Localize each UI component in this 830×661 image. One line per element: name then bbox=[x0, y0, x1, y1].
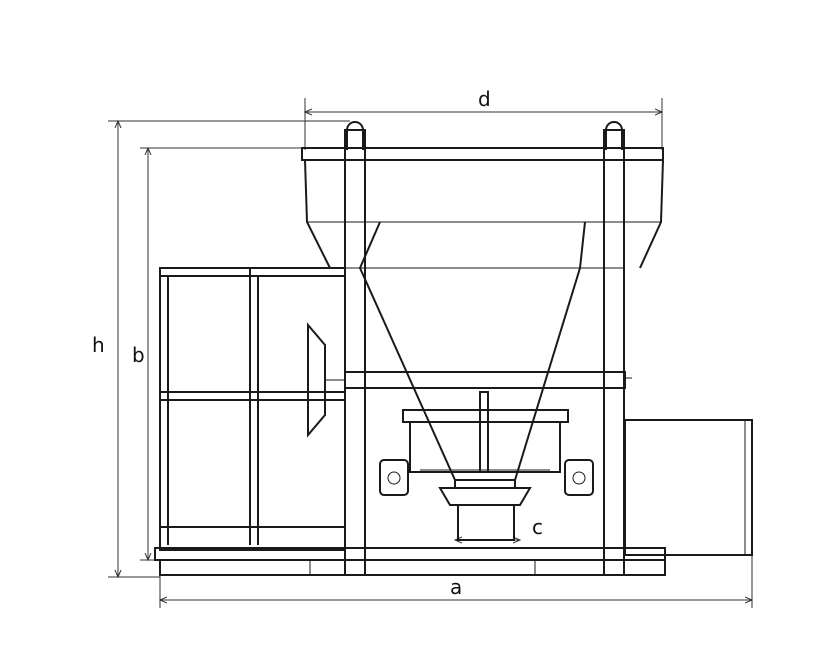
dimension-c: c bbox=[455, 515, 543, 540]
dimension-label-b: b bbox=[132, 343, 145, 367]
dimension-label-d: d bbox=[478, 87, 491, 111]
dimension-a: a bbox=[160, 555, 752, 608]
operator-platform bbox=[159, 267, 346, 551]
discharge-gate bbox=[379, 391, 594, 496]
dimension-h: h bbox=[92, 121, 350, 577]
hopper bbox=[301, 147, 664, 541]
dimension-d: d bbox=[305, 87, 662, 150]
base-frame bbox=[154, 547, 666, 576]
counterweight-box bbox=[624, 419, 753, 556]
dimension-label-a: a bbox=[450, 575, 462, 599]
dimension-label-c: c bbox=[532, 515, 543, 539]
lifting-frame bbox=[344, 121, 632, 576]
dimension-label-h: h bbox=[92, 333, 105, 357]
dimension-b: b bbox=[132, 148, 305, 560]
